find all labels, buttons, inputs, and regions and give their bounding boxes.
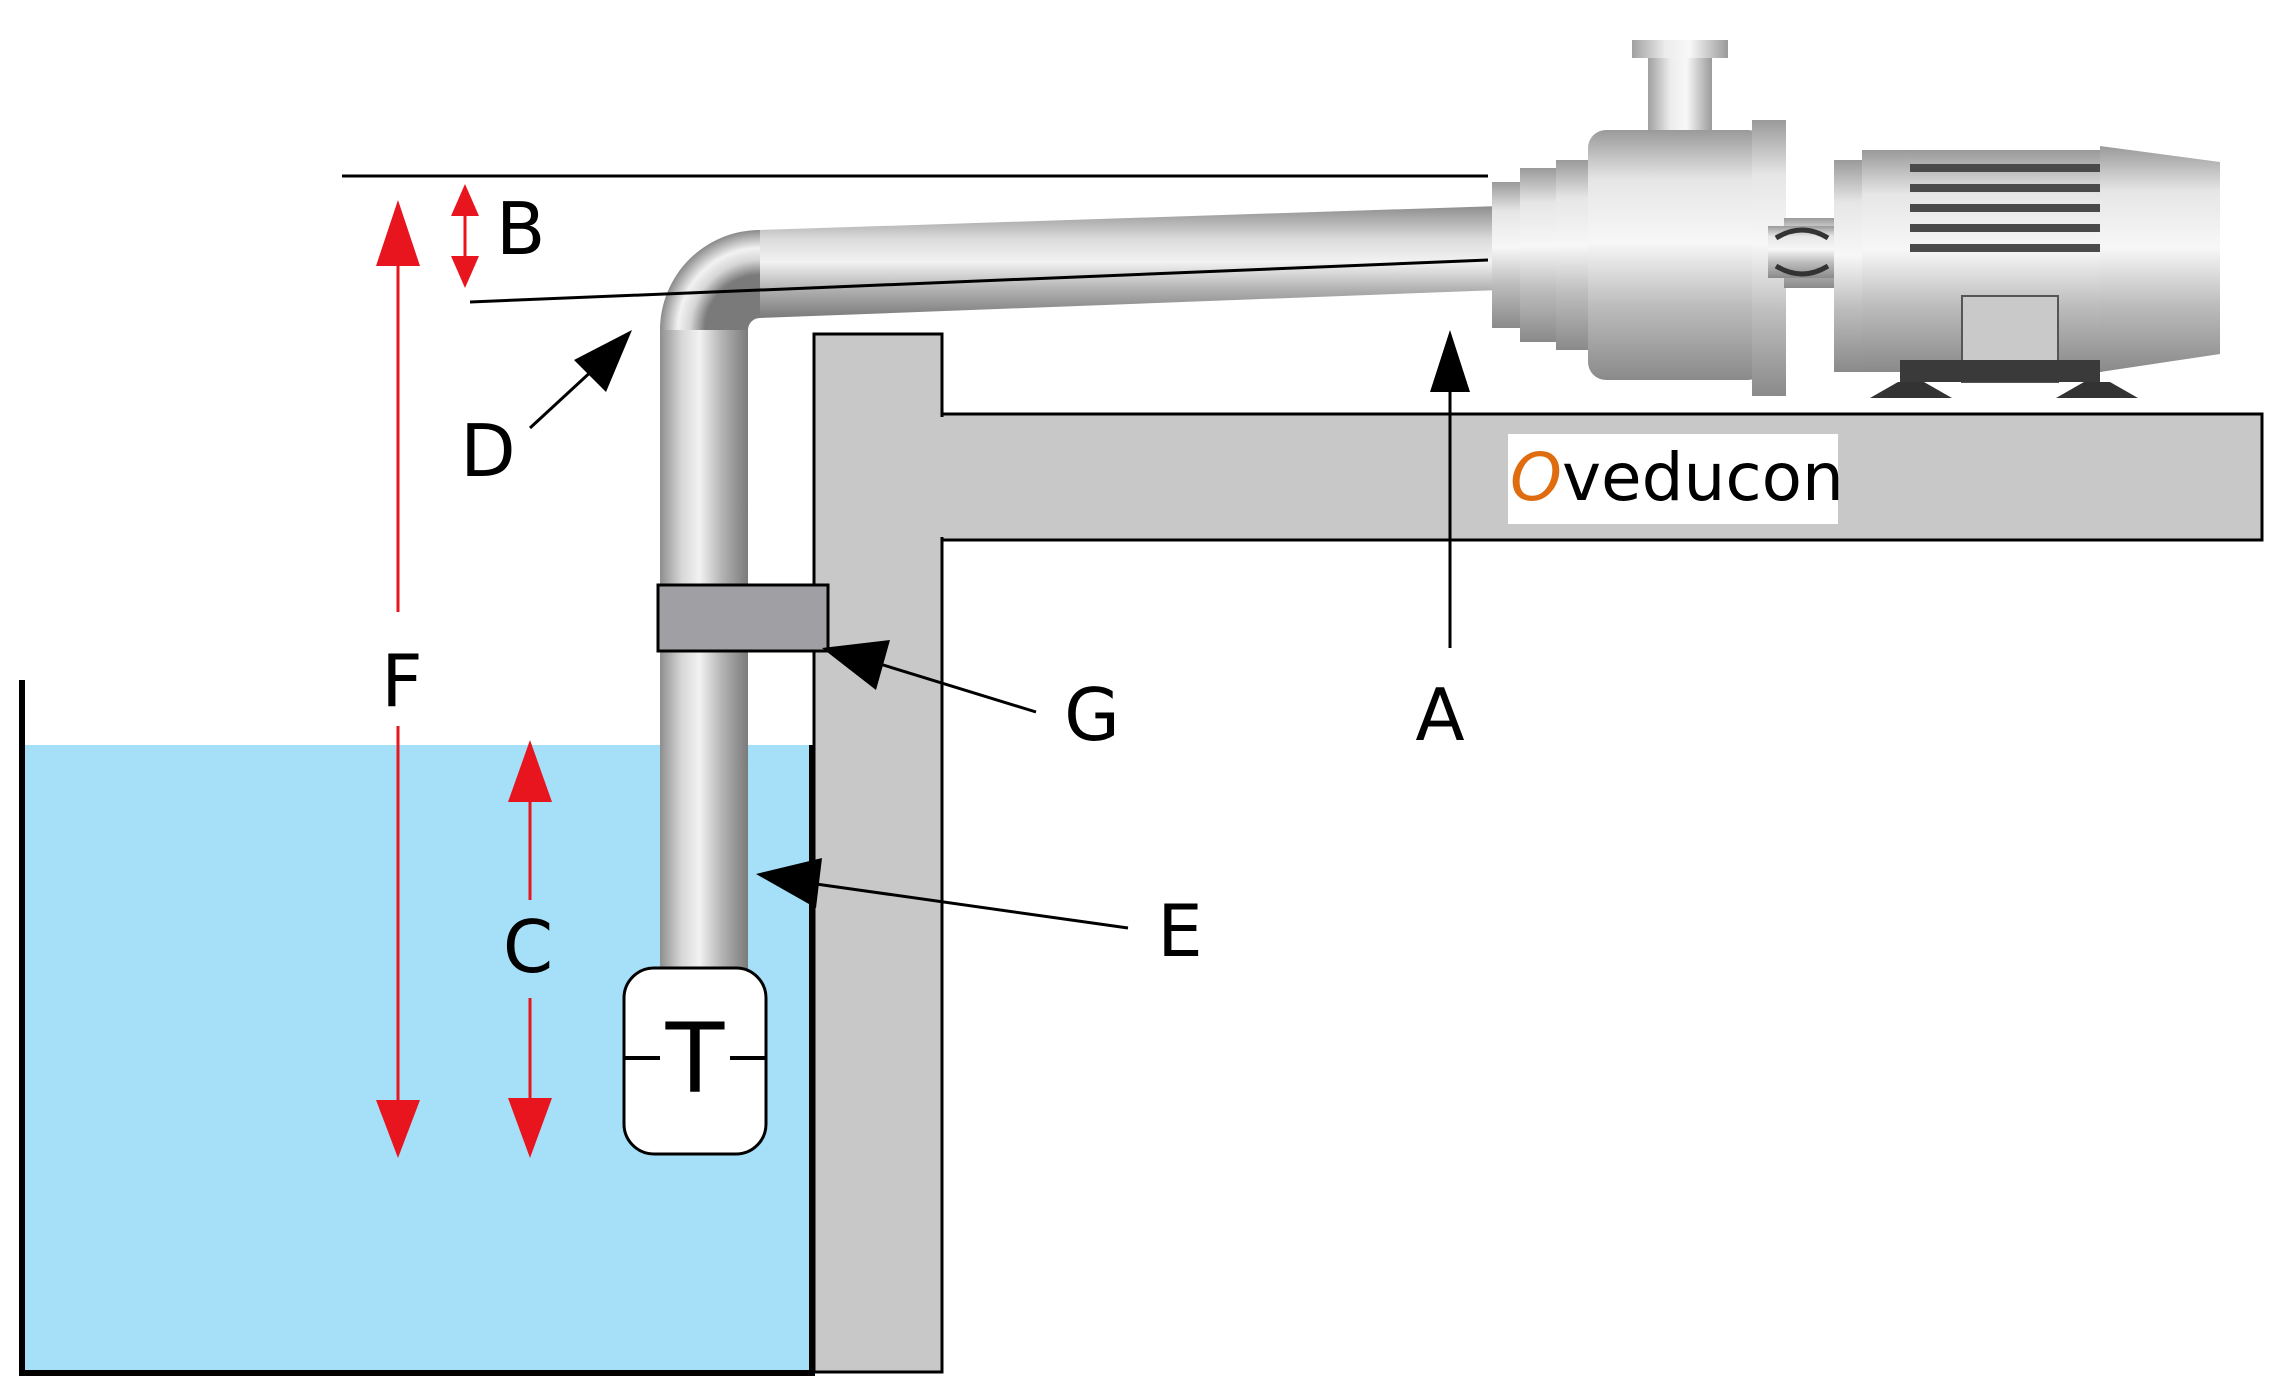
motor-front-flange: [1834, 160, 1866, 372]
motor-cooling-fins: [1910, 164, 2100, 252]
wall-slab-join: [939, 417, 945, 537]
discharge-flange: [1632, 40, 1728, 58]
pipe-elbow: [660, 230, 760, 330]
discharge-nozzle: [1648, 56, 1712, 136]
coupling-slot-top: [1774, 227, 1830, 241]
pointer-g: G: [822, 640, 1120, 757]
brand-logo: Oveducon: [1508, 434, 1844, 524]
pointer-a: A: [1415, 330, 1470, 757]
pointer-g-line: [879, 662, 1037, 714]
dimension-c-arrowhead-top: [508, 740, 552, 802]
strainer: T: [622, 966, 768, 1156]
pump-foot-right: [2056, 382, 2138, 398]
strainer-body: [622, 966, 768, 1156]
label-g: G: [1064, 673, 1120, 757]
horizontal-pipe: [760, 206, 1500, 318]
brand-logo-initial: O: [1510, 439, 1562, 516]
label-e: E: [1157, 889, 1203, 973]
dimension-f-arrowhead-top: [376, 200, 420, 266]
brand-logo-text: Oveducon: [1510, 439, 1844, 516]
brand-logo-rest: veducon: [1562, 439, 1844, 516]
tank-wall-outline: [19, 680, 815, 1376]
dimension-b-arrowhead-bottom: [451, 256, 479, 288]
pointer-a-arrowhead: [1430, 330, 1470, 392]
inlet-flange-1: [1492, 182, 1522, 328]
pump-flange: [1556, 160, 1590, 350]
pipe-clamp: [656, 583, 830, 653]
label-c: C: [503, 905, 553, 989]
label-b: B: [496, 187, 545, 271]
suction-pipe: [656, 206, 1500, 970]
label-d: D: [460, 409, 515, 493]
motor-foot-rail: [1900, 360, 2100, 382]
motor-fan-cover: [2100, 146, 2220, 372]
centrifugal-pump: [1492, 40, 2220, 398]
pointer-e: E: [756, 858, 1203, 973]
pointer-e-arrowhead: [756, 858, 822, 908]
pointer-e-line: [815, 882, 1129, 930]
dimension-f: F: [376, 200, 423, 1158]
dimension-b-arrowhead-top: [451, 184, 479, 216]
pump-casing: [1588, 130, 1766, 380]
pipe-slope-reference: [469, 258, 1489, 304]
dimension-f-arrowhead-bottom: [376, 1100, 420, 1158]
brand-logo-box: [1508, 434, 1838, 524]
support-wall: [812, 332, 944, 1374]
dimension-c: C: [503, 740, 553, 1158]
pump-foot-left: [1870, 382, 1952, 398]
pointer-d-arrowhead: [574, 330, 632, 392]
dimension-b: B: [451, 184, 545, 288]
coupling-slot-bottom: [1774, 263, 1830, 277]
inlet-flange-2: [1520, 168, 1556, 342]
pointer-g-arrowhead: [822, 640, 890, 690]
label-a: A: [1415, 673, 1464, 757]
dimension-c-arrowhead-bottom: [508, 1098, 552, 1158]
label-f: F: [381, 639, 422, 723]
strainer-symbol: T: [665, 1003, 725, 1115]
pointer-d: D: [460, 330, 632, 493]
